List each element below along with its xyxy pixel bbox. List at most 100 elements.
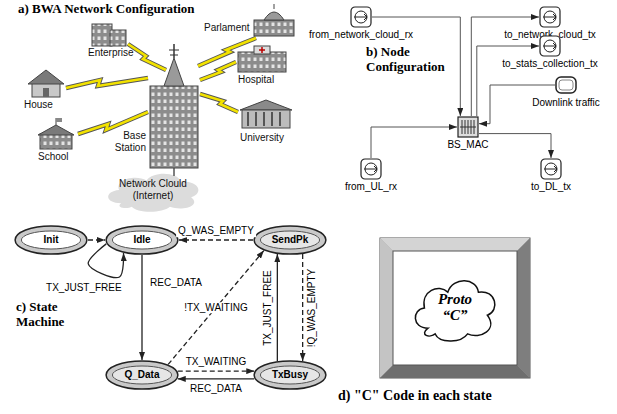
- base-station-icon-part: [164, 58, 184, 86]
- pt-icon: [360, 158, 382, 180]
- state-core: [112, 231, 171, 249]
- pt-icon-part: [351, 7, 371, 27]
- university-icon-part: [248, 112, 280, 126]
- building-label: University: [240, 132, 284, 144]
- radio-link-part-part: [66, 78, 148, 88]
- house-icon-part: [43, 88, 49, 97]
- state-ring: [15, 226, 87, 254]
- station-label: Base Station: [100, 130, 146, 153]
- pt-icon-part: [361, 159, 381, 179]
- queue-module: BS_MAC: [447, 116, 488, 151]
- hospital-icon: [238, 46, 286, 72]
- state-name: Init: [44, 234, 59, 246]
- cloud-text: Proto “C”: [429, 292, 481, 324]
- transmitter-module: to_network_cloud_tx: [504, 6, 596, 41]
- code-frame-part: [380, 238, 393, 378]
- transition-condition: !TX_WAITING: [182, 302, 250, 314]
- code-frame: [380, 238, 530, 378]
- radio-link-part-part: [66, 78, 148, 88]
- unforced-state: SendPk: [253, 225, 327, 255]
- panel-caption: b) Node Configuration: [366, 45, 458, 75]
- network-cloud-part: [173, 168, 175, 176]
- generator-module: Downlink traffic: [532, 74, 600, 109]
- transition-condition: REC_DATA: [188, 383, 244, 395]
- forced-state: Idle: [105, 225, 179, 255]
- base-station-icon-part: [169, 50, 179, 55]
- hospital-icon-part: [254, 46, 270, 54]
- network-cloud: [108, 168, 198, 212]
- transmitter-module: to_DL_tx: [531, 158, 571, 193]
- code-frame-part: [393, 251, 517, 365]
- state-transition: [179, 239, 253, 240]
- building-label: School: [38, 151, 69, 163]
- gen-icon: [555, 74, 577, 96]
- university-icon-part: [240, 100, 292, 110]
- network-cloud-part: [108, 174, 198, 212]
- school-icon-part: [56, 118, 62, 122]
- packet-stream: [371, 127, 457, 158]
- transition-condition: !Q_WAS_EMPTY: [306, 266, 318, 349]
- radio-link-part-part: [200, 62, 236, 80]
- code-frame-part: [380, 238, 530, 251]
- pt-icon-part: [543, 43, 556, 49]
- pt-icon-part: [543, 14, 556, 20]
- school-icon-part: [38, 125, 74, 135]
- building-label: Hospital: [238, 74, 274, 86]
- module-name: BS_MAC: [447, 139, 488, 151]
- state-name: Idle: [133, 234, 150, 246]
- state-transition: [141, 255, 142, 360]
- transition-condition: TX_WAITING: [184, 356, 249, 368]
- panel-caption: d) "C" Code in each state: [338, 388, 492, 404]
- state-name: SendPk: [272, 234, 309, 246]
- cloud-outline: [415, 281, 495, 341]
- pt-icon-part: [365, 163, 377, 175]
- state-transition: [277, 254, 278, 361]
- base-station-icon: [150, 44, 198, 168]
- transition-condition: TX_JUST_FREE: [263, 268, 275, 348]
- base-station-icon-part: [173, 44, 175, 58]
- school-icon: [38, 118, 74, 149]
- module-name: to_stats_collection_tx: [502, 58, 598, 70]
- code-cloud: Proto “C”: [410, 272, 500, 344]
- base-station-icon-part: [150, 86, 198, 168]
- pt-icon: [539, 35, 561, 57]
- queue-icon: [457, 116, 479, 138]
- house-icon: [28, 70, 64, 97]
- state-ring: [254, 226, 326, 254]
- unforced-state: TxBusy: [253, 360, 327, 390]
- hospital-icon-part: [259, 47, 265, 53]
- pt-icon-part: [540, 36, 560, 56]
- pt-icon-part: [544, 11, 556, 23]
- pt-icon-part: [544, 166, 557, 172]
- packet-stream: [479, 134, 551, 158]
- radio-link-part-part: [200, 94, 238, 112]
- parlament-icon: [254, 4, 294, 36]
- receiver-module: from_network_cloud_rx: [309, 6, 413, 41]
- unforced-state: Q_Data: [105, 360, 179, 390]
- pt-icon: [540, 158, 562, 180]
- state-core: [260, 366, 319, 384]
- cloud-label: Network Clould (Internet): [111, 178, 195, 201]
- state-name: TxBusy: [272, 369, 308, 381]
- module-name: Downlink traffic: [532, 97, 600, 109]
- state-core: [112, 366, 171, 384]
- state-transition: [88, 239, 105, 240]
- queue-icon-part: [460, 127, 476, 128]
- state-transition: [302, 254, 303, 361]
- panel-caption: a) BWA Network Configuration: [18, 2, 195, 17]
- code-frame-part: [380, 365, 530, 378]
- enterprise-icon: [92, 24, 126, 46]
- module-name: to_DL_tx: [531, 181, 571, 193]
- radio-link-part-part: [128, 44, 166, 70]
- enterprise-icon-part: [92, 24, 112, 46]
- gen-icon-part: [556, 77, 576, 93]
- building-label: Enterprise: [88, 47, 134, 59]
- pt-icon-part: [544, 40, 556, 52]
- receiver-module: from_UL_rx: [345, 158, 397, 193]
- university-icon: [240, 100, 292, 128]
- state-core: [21, 231, 80, 249]
- pt-icon-part: [364, 166, 377, 172]
- university-icon-part: [242, 110, 290, 128]
- hospital-icon-part: [238, 52, 286, 72]
- code-frame-part: [380, 238, 530, 378]
